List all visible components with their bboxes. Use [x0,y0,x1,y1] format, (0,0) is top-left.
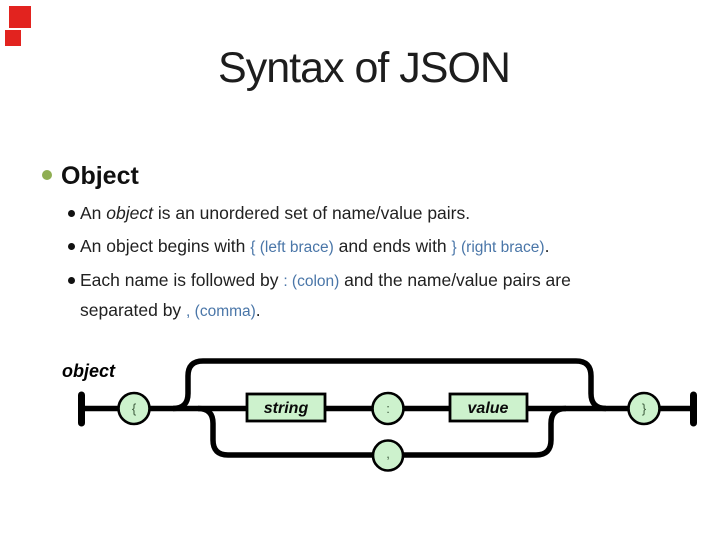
page-title: Syntax of JSON [218,44,511,92]
bypass-rail-top [172,358,607,412]
syntax-token-comma: , (comma) [186,303,256,320]
bullet-item-object: Object [40,160,700,192]
green-bullet-icon [42,170,52,180]
text-run: and the name/value pairs are [339,270,571,290]
sub-bullet-unordered-set: An object is an unordered set of name/va… [40,199,700,228]
syntax-token-colon: : (colon) [283,273,340,290]
value-node [448,392,529,423]
text-run: Each name is followed by [80,270,284,290]
text-run: and ends with [333,236,452,256]
text-run: is an unordered set of name/value pairs. [152,203,471,223]
text-run: separated by [80,300,187,320]
sub-bullet-list: An object is an unordered set of name/va… [40,199,700,326]
colon-label: : [386,401,390,416]
bullet-object-label: Object [61,161,139,190]
syntax-token-right-brace: } (right brace) [451,239,545,256]
bullet-list: Object An object is an unordered set of … [40,160,700,330]
text-run-italic-object: object [106,203,153,223]
open-brace-label: { [132,401,137,416]
sub-bullet-begins-ends: An object begins with { (left brace) and… [40,232,700,262]
string-label: string [264,400,309,417]
decor-red-square-large [9,6,31,28]
comma-node [371,439,405,472]
diagram-title: object [62,361,116,381]
comma-label: , [386,446,390,461]
sub-bullet-colon-comma: Each name is followed by : (colon) and t… [40,266,700,326]
decor-red-square-small [5,30,21,46]
value-label: value [468,400,509,417]
string-node [245,392,327,423]
syntax-token-left-brace: { (left brace) [250,239,334,256]
close-brace-label: } [642,401,647,416]
colon-node [371,391,405,426]
open-brace-node [117,391,151,426]
text-run: . [544,236,550,256]
text-run: An [80,203,107,223]
text-run: An object begins with [80,236,251,256]
close-brace-node [627,391,661,426]
text-run: . [255,300,261,320]
